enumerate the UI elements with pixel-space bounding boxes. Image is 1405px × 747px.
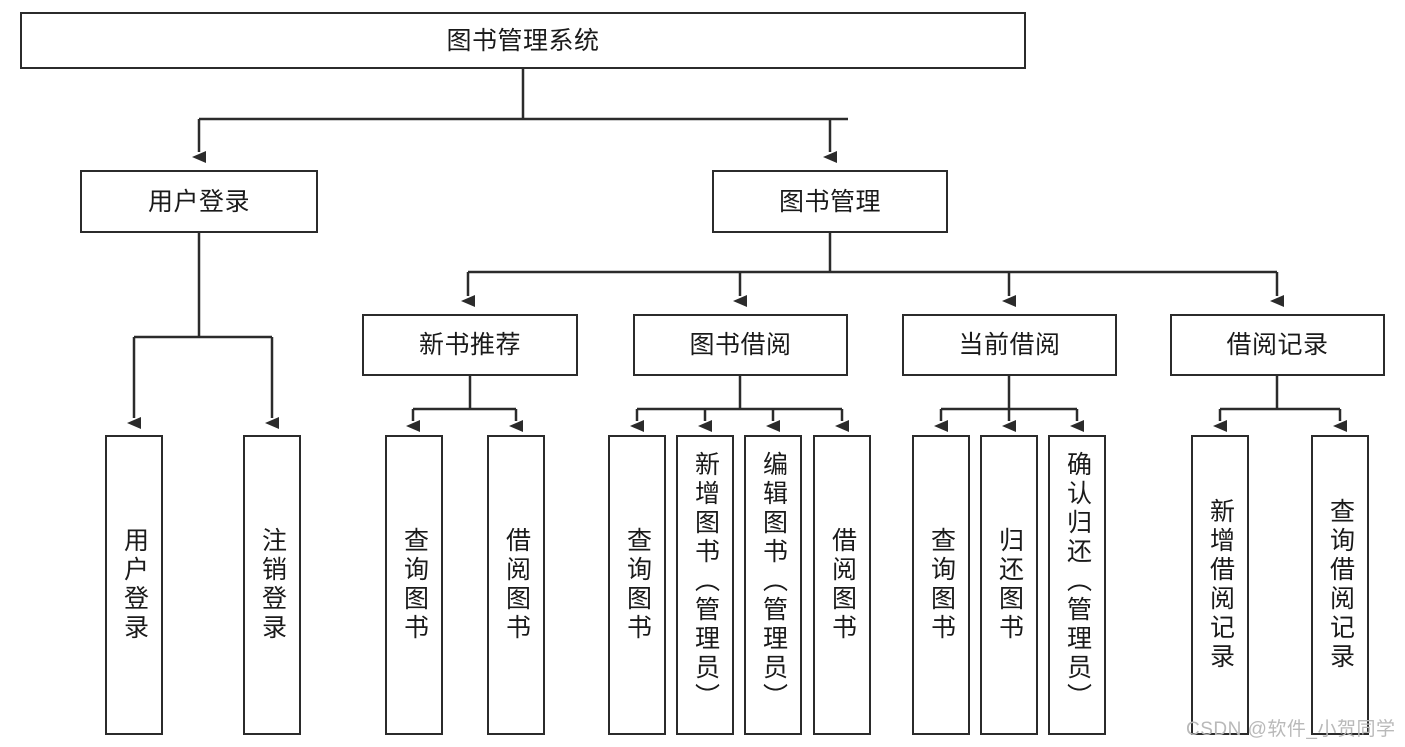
watermark: CSDN @软件_小贺同学 <box>1186 719 1396 740</box>
leaf-label: 确认归还（管理员） <box>1063 451 1092 712</box>
node-new-book-recommend-label: 新书推荐 <box>418 331 521 359</box>
node-current-borrow-label: 当前借阅 <box>958 331 1061 359</box>
node-book-management-label: 图书管理 <box>778 187 881 216</box>
leaf-label: 查询图书 <box>400 527 429 643</box>
node-borrow-record-label: 借阅记录 <box>1226 331 1329 359</box>
leaf-current-return-book[interactable]: 归还图书 <box>980 435 1038 735</box>
leaf-record-add[interactable]: 新增借阅记录 <box>1191 435 1249 735</box>
leaf-current-query-book[interactable]: 查询图书 <box>912 435 970 735</box>
leaf-label: 用户登录 <box>120 527 149 643</box>
leaf-label: 借阅图书 <box>502 527 531 643</box>
node-book-borrow-label: 图书借阅 <box>689 331 792 359</box>
leaf-record-query[interactable]: 查询借阅记录 <box>1311 435 1369 735</box>
node-book-management[interactable]: 图书管理 <box>712 170 948 233</box>
leaf-label: 查询图书 <box>623 527 652 643</box>
leaf-borrow-borrow-book[interactable]: 借阅图书 <box>813 435 871 735</box>
node-borrow-record[interactable]: 借阅记录 <box>1170 314 1385 376</box>
leaf-label: 查询图书 <box>927 527 956 643</box>
leaf-borrow-add-book[interactable]: 新增图书（管理员） <box>676 435 734 735</box>
leaf-label: 编辑图书（管理员） <box>759 451 788 712</box>
leaf-label: 归还图书 <box>995 527 1024 643</box>
leaf-label: 新增借阅记录 <box>1206 498 1235 672</box>
leaf-label: 新增图书（管理员） <box>691 451 720 712</box>
leaf-new-book-borrow[interactable]: 借阅图书 <box>487 435 545 735</box>
leaf-borrow-query-book[interactable]: 查询图书 <box>608 435 666 735</box>
leaf-user-login-signout[interactable]: 注销登录 <box>243 435 301 735</box>
leaf-borrow-edit-book[interactable]: 编辑图书（管理员） <box>744 435 802 735</box>
node-root[interactable]: 图书管理系统 <box>20 12 1026 69</box>
node-user-login[interactable]: 用户登录 <box>80 170 318 233</box>
leaf-label: 查询借阅记录 <box>1326 498 1355 672</box>
leaf-user-login-signin[interactable]: 用户登录 <box>105 435 163 735</box>
leaf-new-book-query[interactable]: 查询图书 <box>385 435 443 735</box>
leaf-label: 注销登录 <box>258 527 287 643</box>
node-user-login-label: 用户登录 <box>147 187 250 216</box>
node-new-book-recommend[interactable]: 新书推荐 <box>362 314 578 376</box>
leaf-current-confirm-return[interactable]: 确认归还（管理员） <box>1048 435 1106 735</box>
node-root-label: 图书管理系统 <box>446 26 600 55</box>
node-book-borrow[interactable]: 图书借阅 <box>633 314 848 376</box>
node-current-borrow[interactable]: 当前借阅 <box>902 314 1117 376</box>
leaf-label: 借阅图书 <box>828 527 857 643</box>
